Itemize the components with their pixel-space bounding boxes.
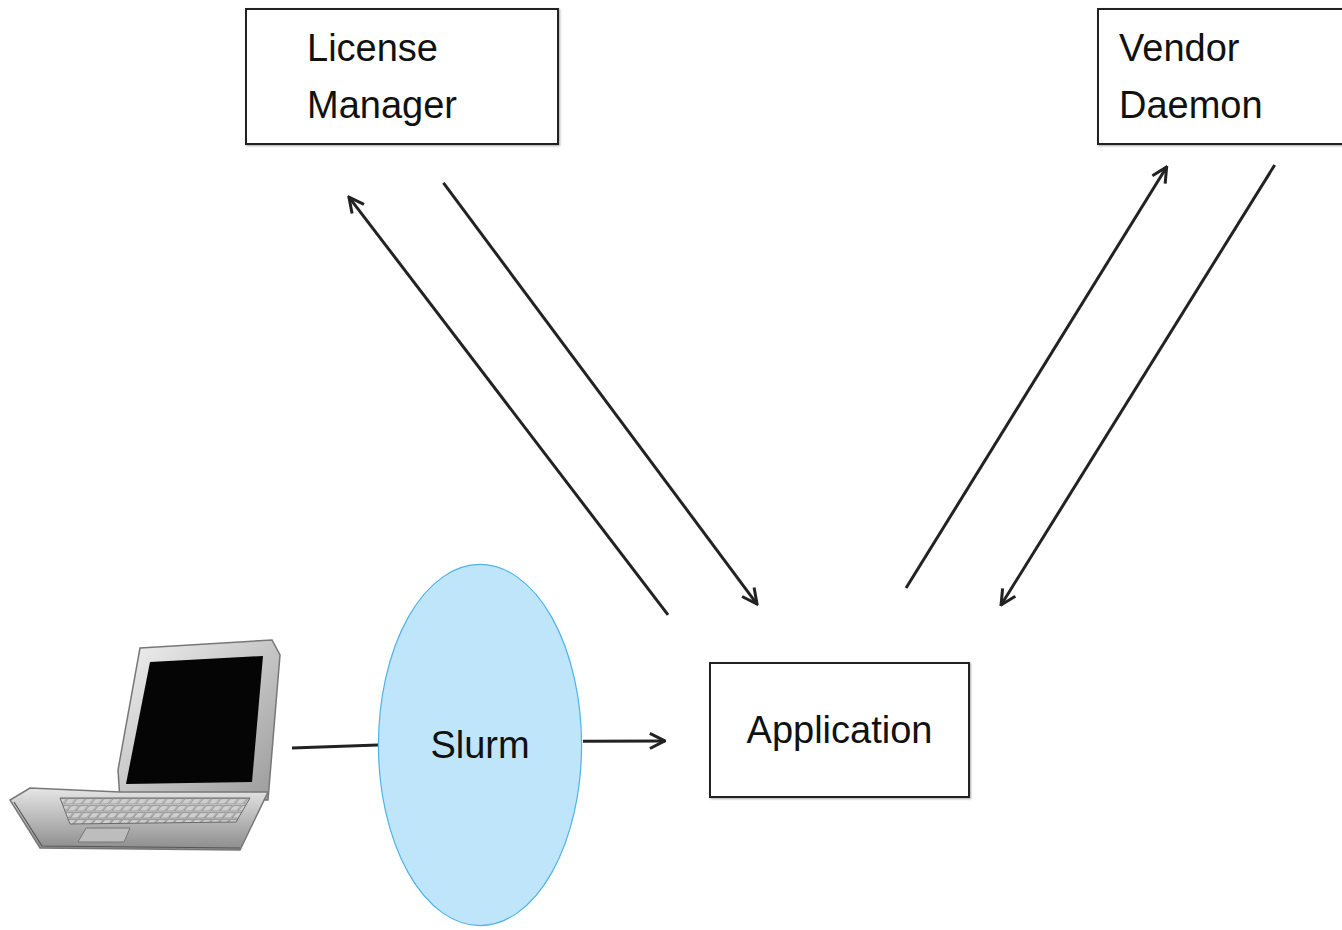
slurm-ellipse: Slurm — [377, 563, 583, 927]
arrow-connector — [1001, 165, 1275, 605]
node-label: Application — [747, 702, 933, 759]
laptop-link — [292, 745, 378, 748]
laptop — [10, 640, 280, 850]
arrow-connector — [349, 197, 668, 615]
node-label: Vendor Daemon — [1119, 20, 1334, 134]
arrow-connector — [583, 739, 665, 742]
arrow-connector — [443, 183, 757, 604]
license-manager-box: License Manager — [245, 8, 559, 145]
application-box: Application — [709, 662, 970, 798]
vendor-daemon-box: Vendor Daemon — [1097, 8, 1342, 145]
node-label: Slurm — [430, 717, 529, 774]
arrow-connector — [906, 167, 1167, 588]
node-label: License Manager — [307, 20, 537, 134]
